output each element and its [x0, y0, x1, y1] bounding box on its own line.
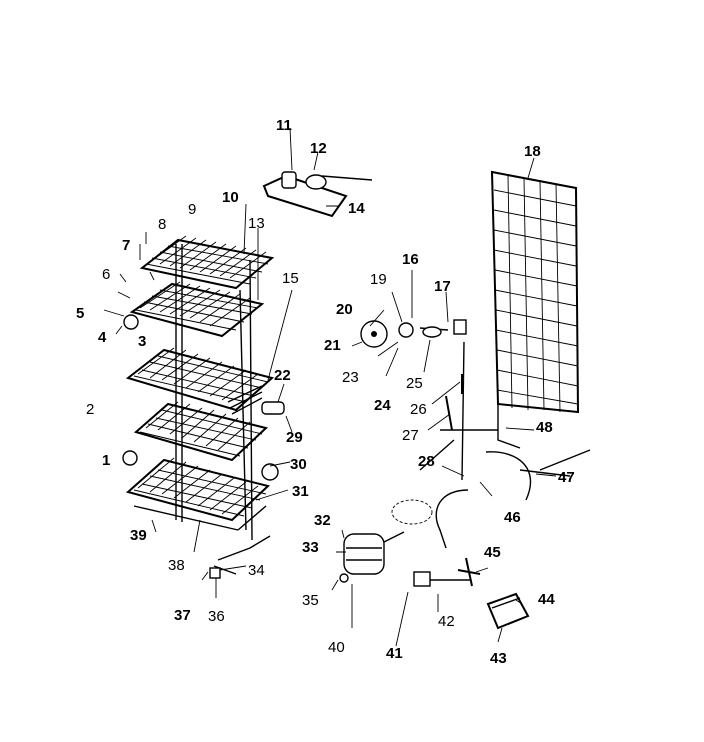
- callout-34: 34: [248, 562, 265, 579]
- callout-39: 39: [130, 527, 147, 544]
- callout-13: 13: [248, 215, 265, 232]
- drain-tube: [445, 374, 463, 431]
- callout-27: 27: [402, 427, 419, 444]
- wire-shelf-top: [139, 235, 275, 290]
- callout-31: 31: [292, 483, 309, 500]
- callout-37: 37: [174, 607, 191, 624]
- callout-44: 44: [538, 591, 555, 608]
- callout-21: 21: [324, 337, 341, 354]
- callout-20: 20: [336, 301, 353, 318]
- callout-10: 10: [222, 189, 239, 206]
- callout-46: 46: [504, 509, 521, 526]
- callout-42: 42: [438, 613, 455, 630]
- compressor: [339, 531, 405, 583]
- callout-1: 1: [102, 452, 110, 469]
- heater-part-22: [261, 401, 285, 415]
- condenser-fan-assembly: [413, 557, 481, 587]
- clip-part-3-4: [123, 314, 139, 330]
- callout-43: 43: [490, 650, 507, 667]
- refrigerant-tubing: [419, 341, 591, 549]
- callout-9: 9: [188, 201, 196, 218]
- callout-33: 33: [302, 539, 319, 556]
- wire-harness: [175, 244, 253, 541]
- callout-15: 15: [282, 270, 299, 287]
- wire-shelf-bottom: [125, 457, 271, 531]
- callout-26: 26: [410, 401, 427, 418]
- callout-47: 47: [558, 469, 575, 486]
- callout-5: 5: [76, 305, 84, 322]
- callout-19: 19: [370, 271, 387, 288]
- fan-motor-assembly: [360, 319, 467, 348]
- drain-pan: [486, 592, 530, 630]
- callout-30: 30: [290, 456, 307, 473]
- callout-24: 24: [374, 397, 391, 414]
- timer-outline: [391, 499, 433, 525]
- callout-4: 4: [98, 329, 107, 346]
- callout-16: 16: [402, 251, 419, 268]
- callout-18: 18: [524, 143, 541, 160]
- wire-shelf-3: [125, 347, 275, 412]
- fan-part-30: [261, 463, 279, 481]
- callout-6: 6: [102, 266, 110, 283]
- callout-labels: 1 2 3 4 5 6 7 8 9 10 11 12 13 14 15 16 1…: [76, 117, 575, 667]
- callout-38: 38: [168, 557, 185, 574]
- callout-8: 8: [158, 216, 166, 233]
- callout-35: 35: [302, 592, 319, 609]
- callout-14: 14: [348, 200, 365, 217]
- callout-29: 29: [286, 429, 303, 446]
- callout-7: 7: [122, 237, 130, 254]
- callout-22: 22: [274, 367, 291, 384]
- callout-40: 40: [328, 639, 345, 656]
- callout-2: 2: [86, 401, 94, 418]
- callout-23: 23: [342, 369, 359, 386]
- light-assembly: [262, 171, 373, 218]
- callout-3: 3: [138, 333, 146, 350]
- callout-25: 25: [406, 375, 423, 392]
- wire-shelf-4: [133, 401, 269, 462]
- callout-41: 41: [386, 645, 403, 662]
- condenser-coil: [490, 170, 580, 449]
- heater-coil: [227, 385, 263, 415]
- bracket-part-36: [209, 567, 221, 579]
- callout-12: 12: [310, 140, 327, 157]
- callout-48: 48: [536, 419, 553, 436]
- callout-32: 32: [314, 512, 331, 529]
- callout-17: 17: [434, 278, 451, 295]
- leader-lines: [103, 127, 557, 647]
- clip-part-1: [122, 450, 138, 466]
- callout-11: 11: [276, 117, 292, 134]
- callout-45: 45: [484, 544, 501, 561]
- wire-shelf-2: [129, 281, 265, 338]
- callout-36: 36: [208, 608, 225, 625]
- callout-28: 28: [418, 453, 435, 470]
